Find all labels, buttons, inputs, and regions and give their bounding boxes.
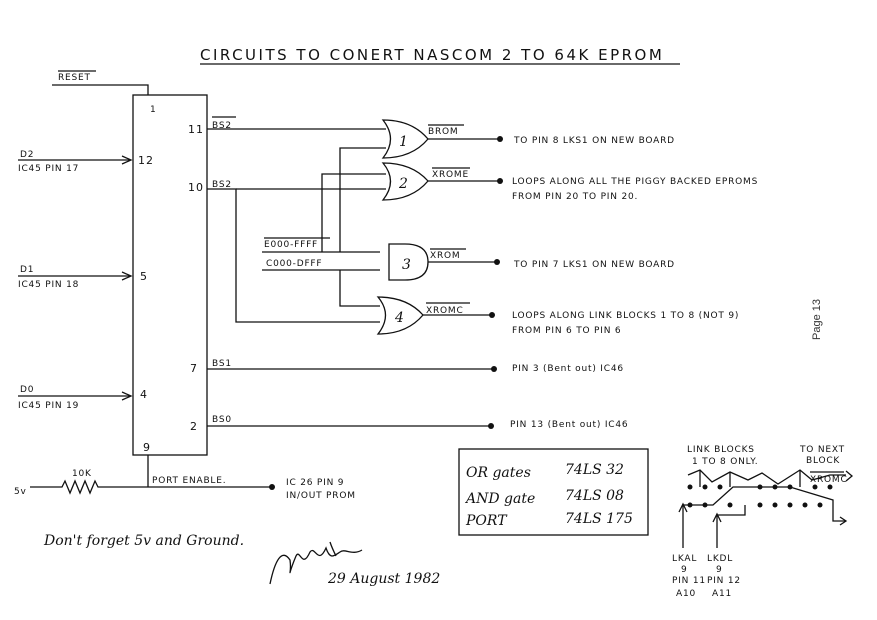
- lkal-label: LKAL: [672, 554, 697, 564]
- note-text: Don't forget 5v and Ground.: [43, 533, 244, 549]
- lkdl-num: 9: [716, 565, 723, 575]
- gate-2-label: 2: [398, 176, 408, 192]
- link-next-1: TO NEXT: [799, 445, 845, 455]
- brom-label: BROM: [428, 127, 458, 137]
- pin-4: 4: [140, 388, 148, 401]
- bs2-bar-label: BS2: [212, 121, 232, 131]
- or-gate-1: [381, 119, 429, 159]
- output-2b: FROM PIN 20 TO PIN 20.: [512, 192, 638, 202]
- date-text: 29 August 1982: [327, 571, 440, 587]
- pin-2: 2: [190, 420, 198, 433]
- table-row-2-part: 74LS 08: [565, 488, 624, 504]
- e000-to-gate1: [339, 147, 386, 252]
- page-number: Page 13: [811, 299, 823, 340]
- xrome-dot: [497, 178, 503, 184]
- brom-dot: [497, 136, 503, 142]
- d0-label: D0: [20, 385, 34, 395]
- link-wire-lkdl: [716, 505, 746, 548]
- xrom-label: XROM: [430, 251, 460, 261]
- gate-3-label: 3: [402, 257, 411, 273]
- d1-label: D1: [20, 265, 34, 275]
- gate-table: [458, 448, 649, 536]
- output-4b: FROM PIN 6 TO PIN 6: [512, 326, 621, 336]
- resistor-label: 10K: [72, 469, 92, 479]
- xromc-dot: [489, 312, 495, 318]
- table-row-1-part: 74LS 32: [565, 462, 624, 478]
- d2-label: D2: [20, 150, 34, 160]
- link-wire-top: [687, 469, 846, 485]
- table-row-3-name: PORT: [465, 513, 508, 529]
- output-1: TO PIN 8 LKS1 ON NEW BOARD: [513, 136, 675, 146]
- or-gate-4: [376, 296, 424, 335]
- xromc-label: XROMC: [426, 306, 464, 316]
- link-title-2: 1 TO 8 ONLY.: [692, 457, 758, 467]
- table-row-3-part: 74LS 175: [565, 511, 633, 527]
- reset-label: RESET: [58, 73, 91, 83]
- ic26-label: IC 26 PIN 9: [286, 478, 344, 488]
- bs0-label: BS0: [212, 415, 232, 425]
- lkdl-pin: PIN 12: [707, 576, 741, 586]
- lkal-pin: PIN 11: [672, 576, 706, 586]
- pin-9: 9: [143, 441, 151, 454]
- gate-4-label: 4: [394, 310, 404, 326]
- d1-arrow: [121, 271, 133, 281]
- link-pin-dots: [687, 484, 833, 508]
- lkal-num: 9: [681, 565, 688, 575]
- e000-to-gate2: [321, 173, 386, 252]
- table-row-1-name: OR gates: [466, 465, 531, 481]
- table-row-2-name: AND gate: [464, 491, 535, 507]
- output-4a: LOOPS ALONG LINK BLOCKS 1 TO 8 (NOT 9): [512, 311, 739, 321]
- port-enable-label: PORT ENABLE.: [152, 476, 226, 486]
- inout-prom-label: IN/OUT PROM: [286, 491, 356, 501]
- link-arrow-lkdl: [712, 512, 722, 523]
- e000-label: E000-FFFF: [264, 240, 318, 250]
- lkal-addr: A10: [676, 589, 696, 599]
- xrome-label: XROME: [432, 170, 469, 180]
- gate-1-label: 1: [399, 134, 408, 150]
- d2-pin-label: IC45 PIN 17: [18, 164, 79, 174]
- lkdl-addr: A11: [712, 589, 732, 599]
- output-5: PIN 3 (Bent out) IC46: [512, 364, 624, 374]
- bs2-wire: [207, 188, 380, 323]
- link-title-1: LINK BLOCKS: [687, 445, 755, 455]
- link-arrow-bottom: [839, 516, 848, 526]
- c000-label: C000-DFFF: [266, 259, 322, 269]
- bs0-dot: [488, 423, 494, 429]
- link-wire-loop: [682, 486, 846, 548]
- or-gate-2: [381, 162, 429, 201]
- d0-arrow: [121, 391, 133, 401]
- d1-pin-label: IC45 PIN 18: [18, 280, 79, 290]
- bs1-dot: [491, 366, 497, 372]
- xrom-dot: [494, 259, 500, 265]
- pin-7: 7: [190, 362, 198, 375]
- pin-12: 12: [138, 154, 154, 167]
- pin-1: 1: [150, 105, 157, 115]
- pin-5: 5: [140, 270, 148, 283]
- d0-pin-label: IC45 PIN 19: [18, 401, 79, 411]
- fivev-label: 5v: [14, 487, 27, 497]
- pin-10: 10: [188, 181, 204, 194]
- lkdl-label: LKDL: [707, 554, 733, 564]
- output-6: PIN 13 (Bent out) IC46: [510, 420, 628, 430]
- diagram-title: CIRCUITS TO CONERT NASCOM 2 TO 64K EPROM: [200, 46, 664, 64]
- bs2-label: BS2: [212, 180, 232, 190]
- link-arrow-top: [845, 470, 854, 482]
- output-2a: LOOPS ALONG ALL THE PIGGY BACKED EPROMS: [512, 177, 758, 187]
- c000-to-gate4: [339, 270, 380, 307]
- d2-arrow: [121, 155, 133, 165]
- port-enable-dot: [269, 484, 275, 490]
- link-xromc: XROMC: [810, 475, 848, 485]
- link-next-2: BLOCK: [806, 456, 840, 466]
- resistor-wire: [30, 479, 272, 495]
- pin-11: 11: [188, 123, 204, 136]
- link-arrow-lkal: [678, 502, 688, 513]
- signature: [269, 541, 363, 585]
- port-ic-box: [132, 94, 208, 456]
- bs1-label: BS1: [212, 359, 232, 369]
- output-3: TO PIN 7 LKS1 ON NEW BOARD: [513, 260, 675, 270]
- reset-wire: [52, 84, 149, 95]
